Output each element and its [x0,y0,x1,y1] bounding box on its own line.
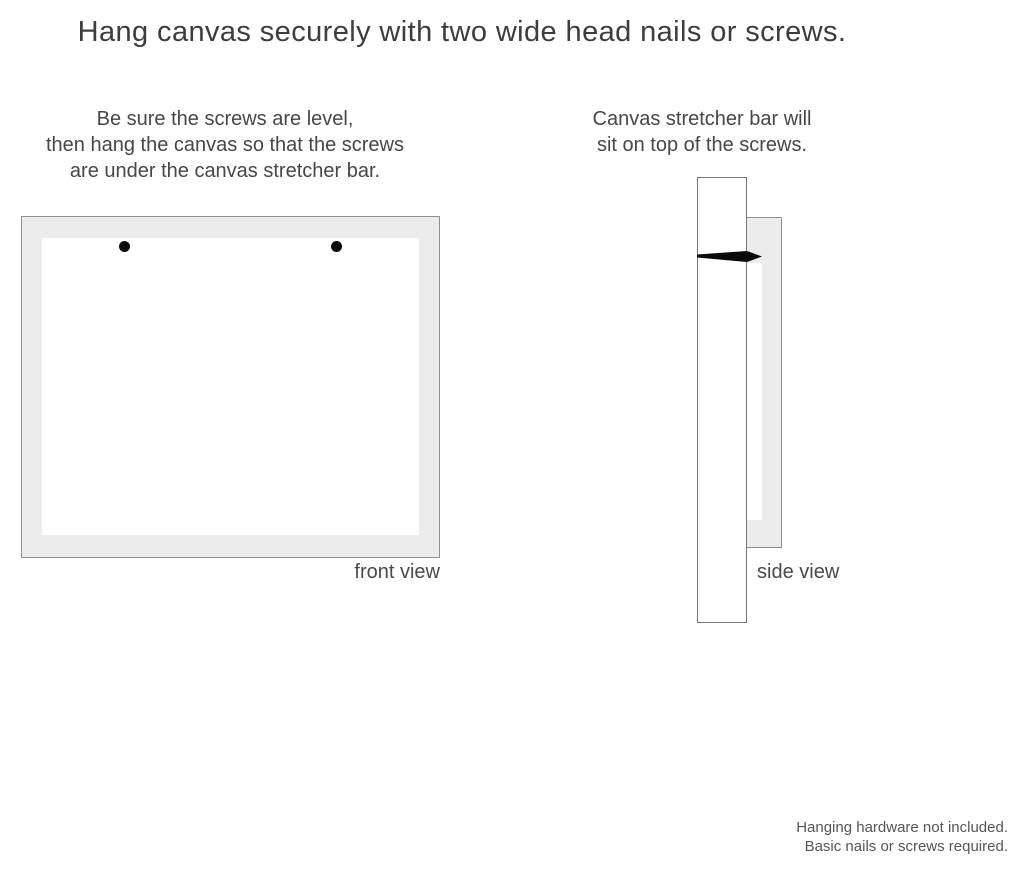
hardware-disclaimer: Hanging hardware not included. Basic nai… [796,818,1008,856]
side-view-canvas-edge [746,217,782,548]
side-instruction-line: sit on top of the screws. [596,134,808,156]
nail-side-icon [697,251,762,262]
front-instruction-line: are under the canvas stretcher bar. [69,160,381,182]
side-view-stretcher-bar [697,177,747,623]
disclaimer-line: Basic nails or screws required. [804,838,1008,855]
front-view-canvas-inner [42,238,419,535]
front-instruction-line: then hang the canvas so that the screws [46,134,404,156]
side-view-instructions: Canvas stretcher bar will sit on top of … [562,106,842,158]
page-title: Hang canvas securely with two wide head … [77,16,847,48]
front-view-instructions: Be sure the screws are level, then hang … [0,106,450,184]
side-instruction-line: Canvas stretcher bar will [592,108,812,130]
nail-head-left-icon [119,241,130,252]
nail-head-right-icon [331,241,342,252]
front-view-label: front view [354,561,440,583]
front-view-canvas-frame [21,216,440,558]
front-instruction-line: Be sure the screws are level, [96,108,354,130]
side-view-label: side view [757,561,840,583]
disclaimer-line: Hanging hardware not included. [796,819,1008,836]
side-view-canvas-recess [747,263,762,520]
